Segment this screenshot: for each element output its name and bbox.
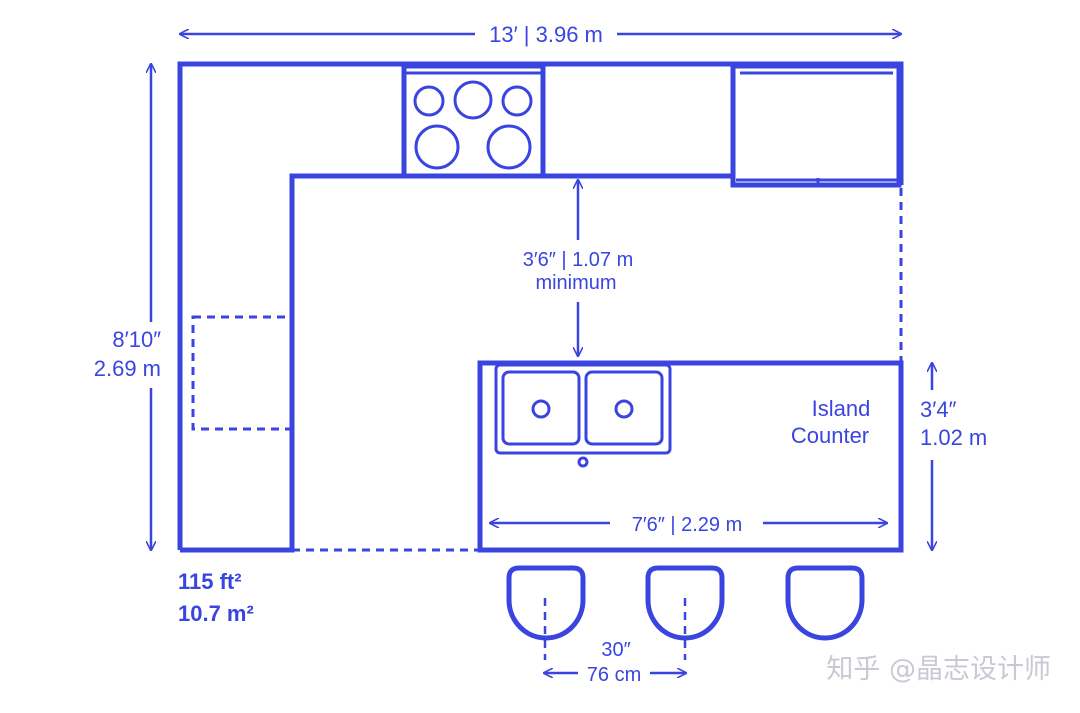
stool-spacing-cm: 76 cm [587,664,641,686]
island-label-line1: Island [812,396,871,421]
refrigerator [730,63,902,188]
watermark: 知乎 @晶志设计师 [826,654,1051,685]
bar-stool-2 [645,565,725,641]
overall-depth-ft: 8′10″ [112,327,161,352]
island-depth-m: 1.02 m [920,425,987,450]
aisle-clearance-label: 3′6″ | 1.07 m [523,249,634,271]
dishwasher-dashed [191,315,294,431]
overall-width-label: 13′ | 3.96 m [489,22,603,47]
island-depth-ft: 3′4″ [920,397,957,422]
area-imperial: 115 ft² [178,569,242,594]
bar-stool-1 [506,565,586,641]
cooktop [401,63,546,179]
overall-depth-m: 2.69 m [94,356,161,381]
bar-stool-3 [785,565,865,641]
area-metric: 10.7 m² [178,601,254,626]
aisle-minimum-label: minimum [535,272,616,294]
island-counter [477,360,904,553]
island-length-label: 7′6″ | 2.29 m [632,514,743,536]
island-label-line2: Counter [791,423,869,448]
double-sink [494,363,672,468]
stool-spacing-in: 30″ [601,639,630,661]
